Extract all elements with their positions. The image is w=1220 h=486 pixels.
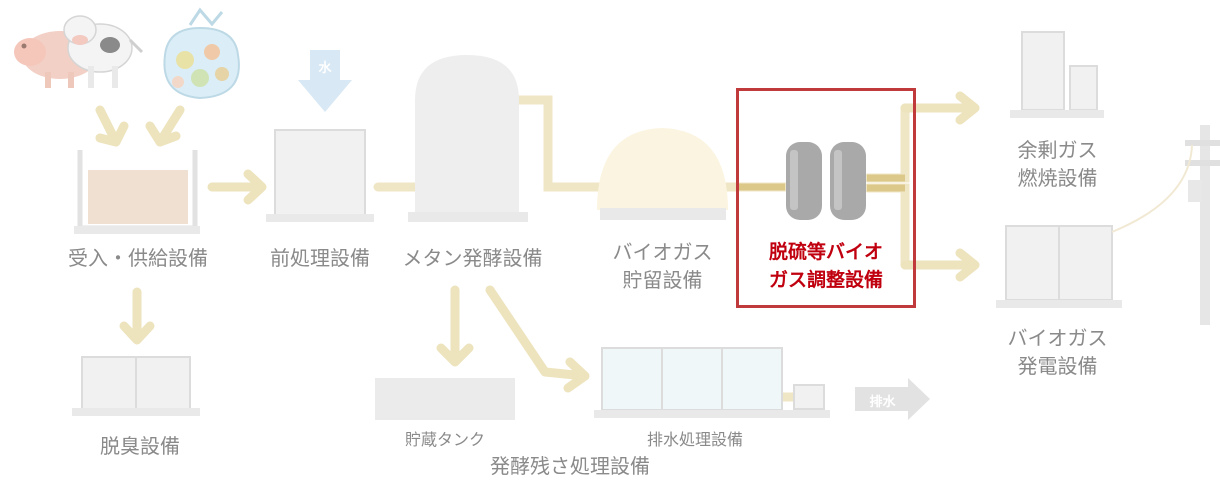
cow-pig-icon bbox=[14, 15, 144, 88]
water-arrow bbox=[298, 50, 352, 112]
label-desulf-2: ガス調整設備 bbox=[768, 269, 883, 291]
surplus-flare-shape bbox=[1010, 31, 1104, 118]
label-power-1: バイオガス bbox=[1007, 326, 1108, 350]
pretreatment-shape bbox=[266, 129, 374, 222]
label-pretreatment: 前処理設備 bbox=[270, 246, 370, 270]
label-surplus-1: 余剰ガス bbox=[1017, 138, 1098, 162]
label-wastewater: 排水処理設備 bbox=[646, 430, 743, 449]
receiving-tank-shape bbox=[74, 150, 200, 234]
label-surplus-2: 燃焼設備 bbox=[1017, 166, 1098, 190]
pipe-methane-to-storage bbox=[510, 95, 610, 192]
gas-storage-shape bbox=[597, 128, 728, 220]
desulf-tanks-shape bbox=[786, 142, 866, 220]
drain-arrow bbox=[855, 378, 930, 420]
power-generator-shape bbox=[996, 225, 1122, 308]
label-storage-2: 貯留設備 bbox=[622, 268, 703, 292]
deodor-shape bbox=[72, 356, 200, 416]
arrow-receiving-to-deodor bbox=[119, 287, 155, 345]
label-residue: 発酵残さ処理設備 bbox=[490, 454, 650, 478]
label-desulf-1: 脱硫等バイオ bbox=[768, 241, 883, 263]
arrow-methane-to-tank bbox=[436, 285, 474, 367]
water-tag: 水 bbox=[318, 61, 332, 76]
drain-tag: 排水 bbox=[869, 395, 896, 410]
arrow-feed-2 bbox=[145, 105, 185, 147]
desulf-highlight-frame bbox=[736, 88, 916, 308]
arrow-to-surplus bbox=[900, 91, 980, 125]
label-deodor: 脱臭設備 bbox=[100, 434, 180, 458]
label-power-2: 発電設備 bbox=[1017, 354, 1098, 378]
arrow-feed-1 bbox=[95, 105, 129, 147]
label-tank: 貯蔵タンク bbox=[404, 430, 485, 449]
power-pole-shape bbox=[1111, 125, 1220, 325]
flow-arrows bbox=[95, 91, 980, 393]
waste-bag-icon bbox=[163, 7, 240, 100]
arrow-methane-to-wastewater bbox=[485, 285, 590, 393]
label-storage-1: バイオガス bbox=[612, 240, 713, 264]
label-methane: メタン発酵設備 bbox=[402, 246, 543, 270]
arrow-to-power bbox=[900, 248, 980, 282]
residue-tank-shape bbox=[375, 378, 515, 420]
wastewater-shape bbox=[594, 347, 830, 418]
methane-digester-shape bbox=[408, 55, 528, 222]
arrow-receiving-to-pre bbox=[207, 169, 267, 205]
label-receiving: 受入・供給設備 bbox=[68, 246, 208, 270]
